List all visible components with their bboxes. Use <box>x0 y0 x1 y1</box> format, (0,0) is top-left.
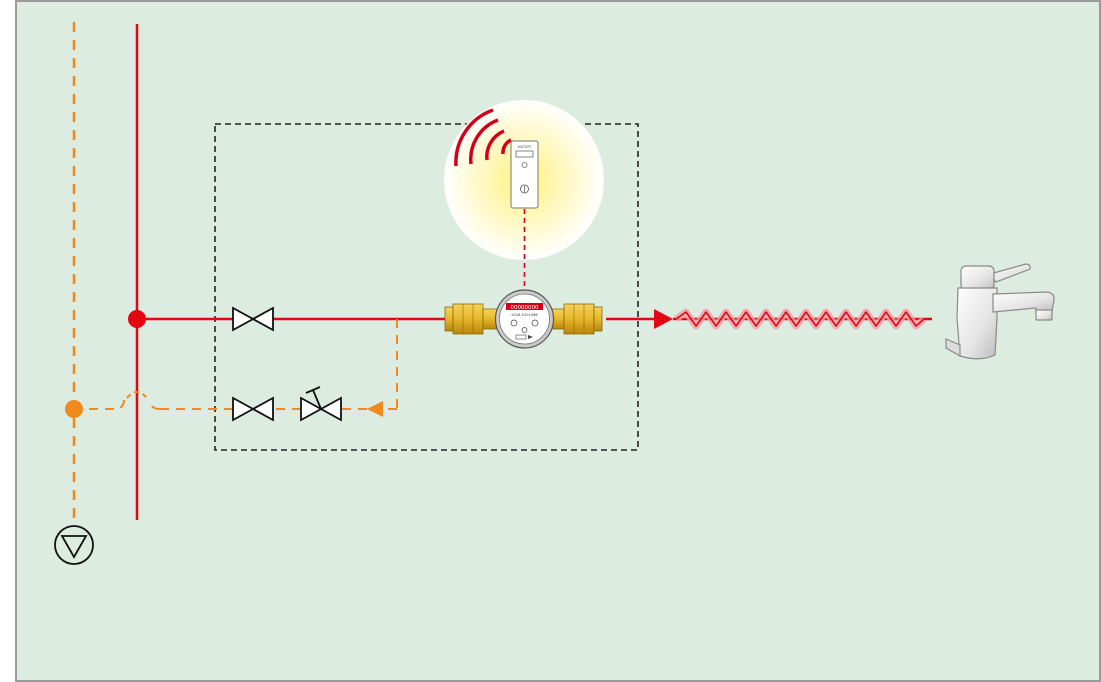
background-panel <box>15 0 1101 682</box>
circulation-junction <box>65 400 83 418</box>
faucet-icon <box>945 263 1055 360</box>
meter-serial-number: 2016-0101086 <box>511 313 538 317</box>
meter-counter-reading: 00000000 <box>511 305 539 311</box>
circulation-return-branch <box>82 319 398 410</box>
trace-heating-line <box>673 308 932 330</box>
shutoff-valve-supply <box>232 306 274 332</box>
radio-signal-icon <box>454 108 512 167</box>
supply-junction <box>128 310 146 328</box>
regulating-valve <box>300 386 342 422</box>
radio-module: WATERT <box>510 140 539 209</box>
pump-symbol <box>54 525 94 565</box>
meter-assembly-boundary <box>214 123 639 451</box>
radio-module-label: WATERT <box>517 145 532 149</box>
supply-flow-arrow <box>654 309 673 329</box>
water-meter: 00000000 2016-0101086 <box>444 289 603 349</box>
circulation-flow-arrow <box>367 401 383 417</box>
shutoff-valve-circulation <box>232 396 274 422</box>
